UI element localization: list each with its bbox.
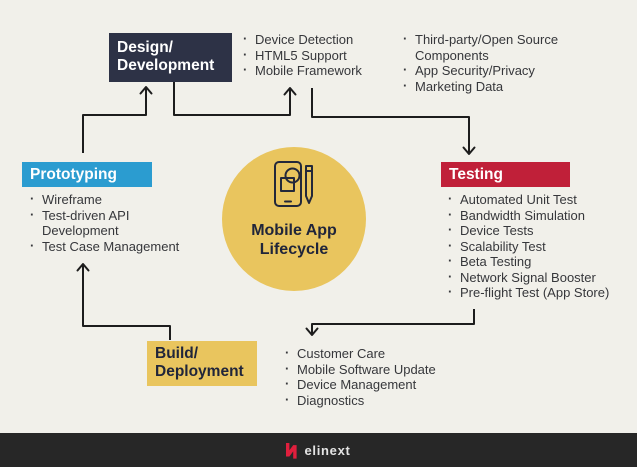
list-item: Beta Testing <box>447 253 637 270</box>
list-item: Marketing Data <box>402 78 578 95</box>
list-item: App Security/Privacy <box>402 62 578 79</box>
list-item: Automated Unit Test <box>447 191 637 208</box>
list-item: Device Detection <box>242 31 394 48</box>
list-item: Bandwidth Simulation <box>447 207 637 224</box>
list-item: Pre-flight Test (App Store) <box>447 284 637 301</box>
elinext-logo-icon <box>286 442 298 459</box>
testing-feature-list: Automated Unit Test Bandwidth Simulation… <box>447 191 637 301</box>
stage-build-deployment: Build/ Deployment <box>147 341 257 386</box>
stage-testing: Testing <box>441 162 570 187</box>
maintenance-feature-list: Customer Care Mobile Software Update Dev… <box>284 345 484 409</box>
list-item: Third-party/Open Source Components <box>402 31 578 63</box>
stage-label-line: Build/ <box>155 345 199 362</box>
center-title: Mobile App Lifecycle <box>222 222 366 259</box>
arrow-testing-to-maintenance <box>305 309 475 336</box>
list-item: Test-driven API Development <box>29 207 195 239</box>
list-item: Device Management <box>284 376 484 393</box>
list-item: Diagnostics <box>284 392 484 409</box>
list-item: HTML5 Support <box>242 47 394 64</box>
list-item: Device Tests <box>447 222 637 239</box>
center-title-line: Lifecycle <box>259 240 329 258</box>
stage-label-line: Testing <box>449 166 503 183</box>
arrow-design-to-features <box>173 81 297 116</box>
design-feature-list: Device Detection HTML5 Support Mobile Fr… <box>242 31 394 79</box>
list-item: Customer Care <box>284 345 484 362</box>
thirdparty-feature-list: Third-party/Open Source Components App S… <box>402 31 578 95</box>
list-item: Mobile Framework <box>242 62 394 79</box>
arrow-features-to-testing <box>311 88 476 155</box>
footer-bar: elinext <box>0 433 637 467</box>
list-item: Wireframe <box>29 191 195 208</box>
arrow-prototyping-to-design <box>82 86 153 153</box>
lifecycle-center-circle: Mobile App Lifecycle <box>222 147 366 291</box>
stage-label-line: Development <box>117 56 215 74</box>
arrow-build-to-prototyping <box>76 263 171 340</box>
brand-name: elinext <box>304 442 351 458</box>
list-item: Scalability Test <box>447 238 637 255</box>
stage-prototyping: Prototyping <box>22 162 152 187</box>
prototyping-feature-list: Wireframe Test-driven API Development Te… <box>29 191 195 255</box>
stage-label-line: Deployment <box>155 363 244 380</box>
list-item: Test Case Management <box>29 238 195 255</box>
stage-label-line: Design/ <box>117 39 173 56</box>
center-title-line: Mobile App <box>251 222 337 239</box>
list-item: Network Signal Booster <box>447 269 637 286</box>
stage-design-development: Design/ Development <box>109 33 232 82</box>
list-item: Mobile Software Update <box>284 361 484 378</box>
stage-label-line: Prototyping <box>30 166 117 183</box>
phone-and-pencil-icon <box>274 161 313 207</box>
